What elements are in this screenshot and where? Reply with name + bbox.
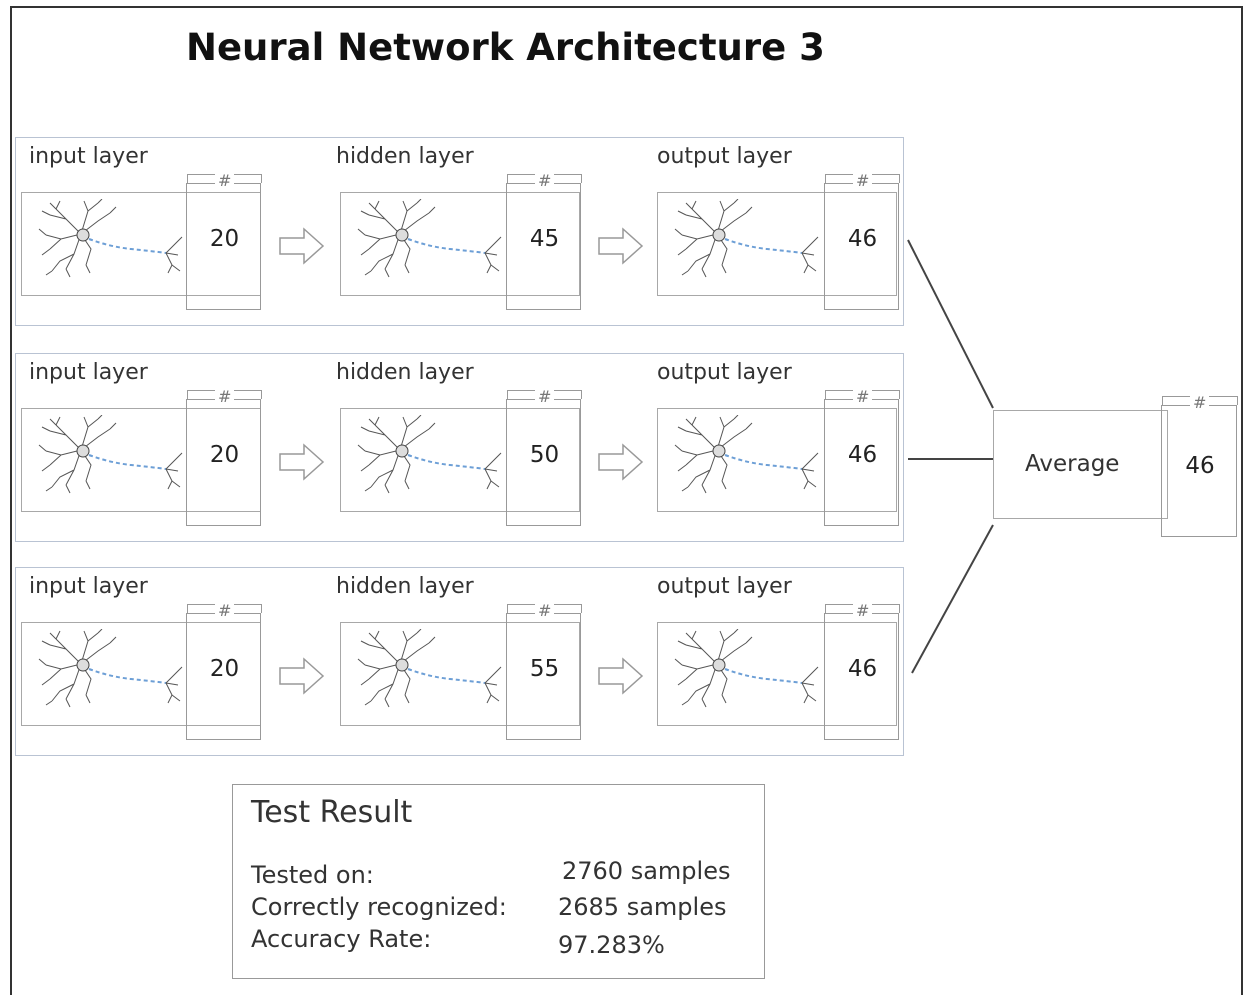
- test-result-panel: Test Result Tested on: 2760 samples Corr…: [232, 784, 765, 979]
- output-layer-count: 46: [847, 442, 878, 468]
- count-symbol: #: [215, 387, 235, 406]
- hidden-layer-neuron-box: [340, 192, 580, 296]
- input-layer-label: input layer: [29, 144, 148, 169]
- hidden-layer-label: hidden layer: [336, 574, 474, 599]
- tested-on-value: 2760 samples: [562, 857, 731, 885]
- neuron-icon: [357, 415, 502, 494]
- hidden-layer-count-box: #50: [506, 387, 582, 526]
- correctly-recognized-value: 2685 samples: [558, 893, 727, 921]
- network-row: input layer #20 hidden layer #55 output laye…: [15, 567, 904, 756]
- count-symbol: #: [535, 387, 555, 406]
- average-label: Average: [1025, 451, 1120, 477]
- neuron-icon: [357, 199, 502, 278]
- output-layer-neuron-box: [657, 622, 897, 726]
- input-layer-count-box: #20: [186, 601, 262, 740]
- count-symbol: #: [535, 171, 555, 190]
- output-layer-count-box: #46: [824, 601, 900, 740]
- accuracy-rate-label: Accuracy Rate:: [251, 925, 432, 953]
- neuron-icon: [674, 199, 819, 278]
- output-layer-count: 46: [847, 226, 878, 252]
- diagram-frame: [10, 6, 1243, 995]
- count-symbol: #: [853, 171, 873, 190]
- input-layer-count-box: #20: [186, 171, 262, 310]
- hidden-layer-label: hidden layer: [336, 360, 474, 385]
- accuracy-rate-value: 97.283%: [558, 931, 665, 959]
- input-layer-count-box: #20: [186, 387, 262, 526]
- hidden-layer-count-box: #45: [506, 171, 582, 310]
- neuron-icon: [674, 415, 819, 494]
- hidden-layer-count: 50: [529, 442, 560, 468]
- network-row: input layer #20 hidden layer #50 output laye…: [15, 353, 904, 542]
- hidden-layer-label: hidden layer: [336, 144, 474, 169]
- output-layer-neuron-box: [657, 192, 897, 296]
- input-layer-label: input layer: [29, 574, 148, 599]
- input-layer-neuron-box: [21, 192, 261, 296]
- hidden-layer-neuron-box: [340, 622, 580, 726]
- output-layer-label: output layer: [657, 144, 792, 169]
- neuron-icon: [38, 629, 183, 708]
- output-layer-count: 46: [847, 656, 878, 682]
- page-title: Neural Network Architecture 3: [186, 26, 825, 69]
- input-layer-neuron-box: [21, 408, 261, 512]
- input-layer-count: 20: [209, 442, 240, 468]
- input-layer-count: 20: [209, 656, 240, 682]
- input-layer-neuron-box: [21, 622, 261, 726]
- flow-arrow-icon: [598, 227, 644, 265]
- connector-line-bottom: [911, 524, 994, 674]
- connector-line-top: [907, 239, 994, 409]
- input-layer-count: 20: [209, 226, 240, 252]
- network-row: input layer #20 hidden layer #45 output laye…: [15, 137, 904, 326]
- hidden-layer-count: 45: [529, 226, 560, 252]
- flow-arrow-icon: [279, 443, 325, 481]
- neuron-icon: [38, 415, 183, 494]
- count-symbol: #: [853, 387, 873, 406]
- hidden-layer-neuron-box: [340, 408, 580, 512]
- neuron-icon: [674, 629, 819, 708]
- hidden-layer-count: 55: [529, 656, 560, 682]
- output-layer-neuron-box: [657, 408, 897, 512]
- input-layer-label: input layer: [29, 360, 148, 385]
- average-box: Average: [993, 410, 1168, 519]
- flow-arrow-icon: [598, 657, 644, 695]
- neuron-icon: [357, 629, 502, 708]
- hidden-layer-count-box: #55: [506, 601, 582, 740]
- flow-arrow-icon: [598, 443, 644, 481]
- output-layer-label: output layer: [657, 360, 792, 385]
- count-symbol: #: [535, 601, 555, 620]
- neuron-icon: [38, 199, 183, 278]
- count-symbol: #: [215, 171, 235, 190]
- flow-arrow-icon: [279, 227, 325, 265]
- output-layer-count-box: #46: [824, 387, 900, 526]
- tested-on-label: Tested on:: [251, 861, 374, 889]
- output-layer-label: output layer: [657, 574, 792, 599]
- test-result-title: Test Result: [251, 795, 413, 830]
- count-symbol: #: [853, 601, 873, 620]
- average-count: 46: [1185, 453, 1215, 479]
- count-symbol: #: [215, 601, 235, 620]
- correctly-recognized-label: Correctly recognized:: [251, 893, 507, 921]
- output-layer-count-box: #46: [824, 171, 900, 310]
- count-symbol: #: [1190, 393, 1210, 412]
- flow-arrow-icon: [279, 657, 325, 695]
- average-count-box: # 46: [1161, 393, 1238, 537]
